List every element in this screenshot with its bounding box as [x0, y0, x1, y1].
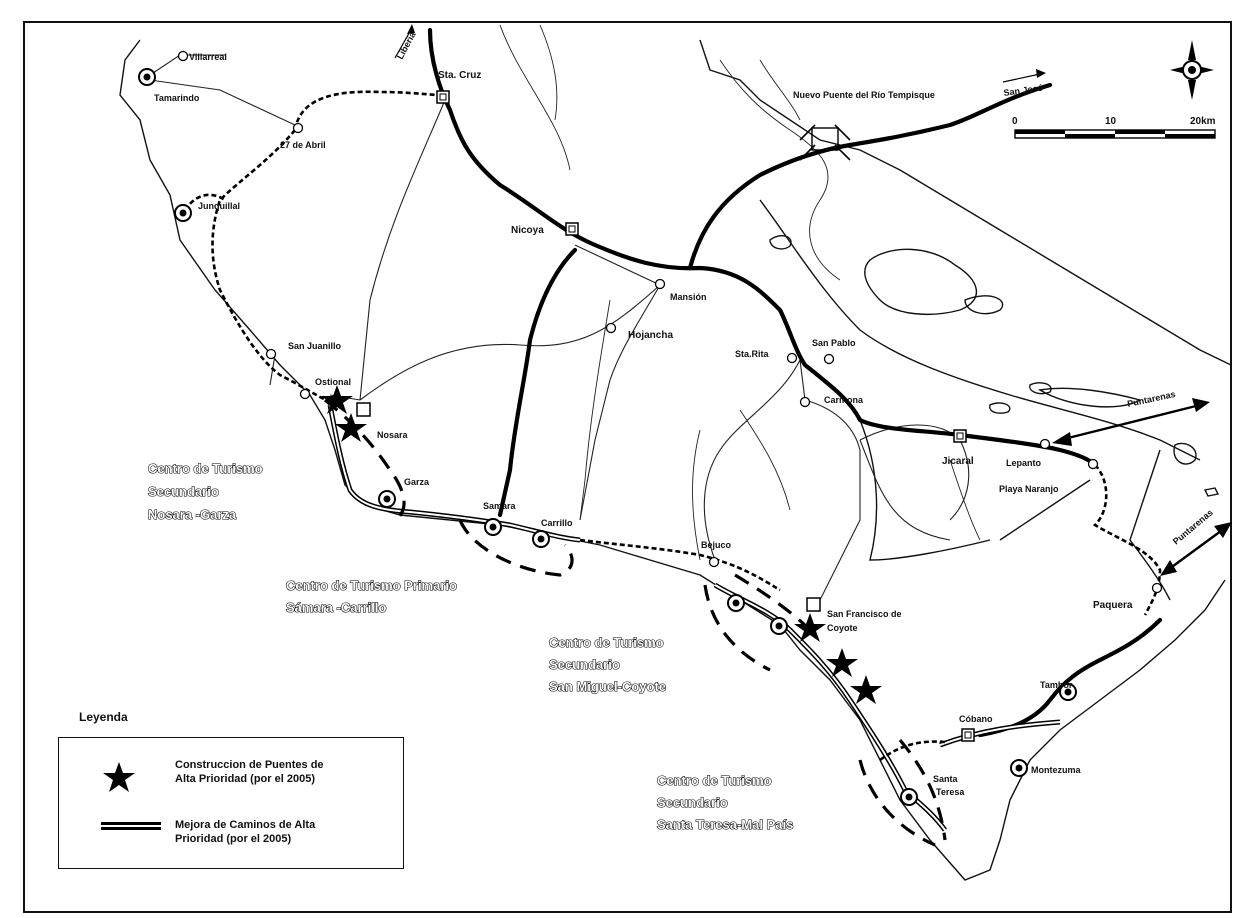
- star-icon: [321, 385, 353, 414]
- main-roads: [427, 27, 1163, 738]
- marker-garza: [378, 490, 396, 508]
- label-nuevo-puente: Nuevo Puente del Río Tempisque: [793, 90, 935, 100]
- label-tamarindo: Tamarindo: [154, 93, 200, 103]
- label-playa-naranjo: Playa Naranjo: [999, 484, 1059, 494]
- center-santateresa-line3: Santa Teresa-Mal País: [657, 817, 793, 832]
- label-paquera: Paquera: [1093, 600, 1133, 611]
- label-santa: Santa: [933, 774, 959, 784]
- marker-coyote-beach: [770, 617, 788, 635]
- bridge-symbol: [799, 124, 851, 161]
- bridge-stars: [321, 385, 882, 704]
- marker-tamarindo: [138, 68, 156, 86]
- marker-tambor: [1059, 683, 1077, 701]
- center-sanmiguel-line2: Secundario: [549, 657, 620, 672]
- star-icon: [826, 648, 858, 677]
- label-bejuco: Bejuco: [701, 540, 732, 550]
- label-nicoya: Nicoya: [511, 225, 544, 236]
- label-carmona: Carmona: [824, 395, 864, 405]
- center-nosara-line2: Secundario: [148, 484, 219, 499]
- label-teresa: Teresa: [936, 787, 965, 797]
- scale-20: 20km: [1190, 116, 1216, 127]
- legend-roads-line1: Mejora de Caminos de Alta: [175, 819, 316, 831]
- center-sanmiguel-line1: Centro de Turismo: [549, 635, 664, 650]
- marker-junquillal: [174, 204, 192, 222]
- town-markers: [177, 50, 1163, 594]
- label-27-abril: 27 de Abril: [280, 140, 326, 150]
- center-sanmiguel-line3: San Miguel-Coyote: [549, 679, 666, 694]
- legend-roads-line2: Prioridad (por el 2005): [175, 833, 292, 845]
- label-ostional: Ostional: [315, 377, 351, 387]
- label-lepanto: Lepanto: [1006, 458, 1042, 468]
- scale-0: 0: [1012, 116, 1018, 127]
- compass-rose-icon: [1170, 40, 1214, 100]
- label-mansion: Mansión: [670, 292, 707, 302]
- label-san-francisco: San Francisco de: [827, 609, 902, 619]
- marker-montezuma: [1010, 759, 1028, 777]
- star-icon: [335, 413, 367, 442]
- center-nosara-line3: Nosara -Garza: [148, 507, 237, 522]
- marker-carrillo: [532, 530, 550, 548]
- label-tambor: Tambor: [1040, 680, 1073, 690]
- marker-samara: [484, 518, 502, 536]
- tourism-markers: [138, 68, 1077, 806]
- center-nosara-line1: Centro de Turismo: [148, 461, 263, 476]
- label-san-juanillo: San Juanillo: [288, 341, 342, 351]
- scale-bar: 0 10 20km: [1012, 116, 1216, 139]
- label-garza: Garza: [404, 477, 430, 487]
- legend-bridges-line2: Alta Prioridad (por el 2005): [175, 773, 315, 785]
- label-nosara: Nosara: [377, 430, 409, 440]
- label-sta-rita: Sta.Rita: [735, 349, 770, 359]
- center-santateresa-line1: Centro de Turismo: [657, 773, 772, 788]
- marker-san-miguel: [727, 594, 745, 612]
- star-icon: [850, 675, 882, 704]
- label-carrillo: Carrillo: [541, 518, 573, 528]
- label-puntarenas-1: Puntarenas: [1126, 389, 1176, 409]
- label-sta-cruz: Sta. Cruz: [438, 70, 481, 81]
- legend-star-icon: [103, 762, 135, 792]
- legend-double-road-icon: [101, 822, 161, 830]
- label-cobano: Cóbano: [959, 714, 993, 724]
- rivers: [499, 24, 981, 561]
- tourism-center-labels: Centro de Turismo Secundario Nosara -Gar…: [147, 460, 793, 832]
- place-labels: Villarreal Tamarindo Liberia Sta. Cruz 2…: [154, 29, 1215, 797]
- center-samara-line2: Sámara -Carrillo: [286, 600, 386, 615]
- label-liberia: Liberia: [395, 29, 418, 61]
- center-samara-line1: Centro de Turismo Primario: [286, 578, 457, 593]
- label-montezuma: Montezuma: [1031, 765, 1081, 775]
- label-junquillal: Junquillal: [198, 201, 240, 211]
- center-santateresa-line2: Secundario: [657, 795, 728, 810]
- tourism-zones: [324, 398, 947, 847]
- star-icon: [794, 613, 826, 642]
- label-hojancha: Hojancha: [628, 330, 673, 341]
- priority-roads: [327, 404, 1061, 832]
- legend-title: Leyenda: [79, 710, 128, 724]
- map-frame: [23, 21, 1232, 913]
- direction-arrows: [394, 24, 1232, 576]
- label-villarreal: Villarreal: [189, 52, 227, 62]
- city-markers: [356, 90, 975, 742]
- label-san-pablo: San Pablo: [812, 338, 856, 348]
- scale-10: 10: [1105, 116, 1117, 127]
- secondary-roads: [149, 54, 970, 611]
- legend-bridges-line1: Construccion de Puentes de: [175, 759, 324, 771]
- marker-santa-teresa: [900, 788, 918, 806]
- label-samara: Samara: [483, 501, 517, 511]
- label-jicaral: Jicaral: [942, 456, 974, 467]
- label-coyote: Coyote: [827, 623, 858, 633]
- unpaved-roads: [183, 90, 1162, 762]
- legend-box: Construccion de Puentes de Alta Priorida…: [58, 737, 404, 869]
